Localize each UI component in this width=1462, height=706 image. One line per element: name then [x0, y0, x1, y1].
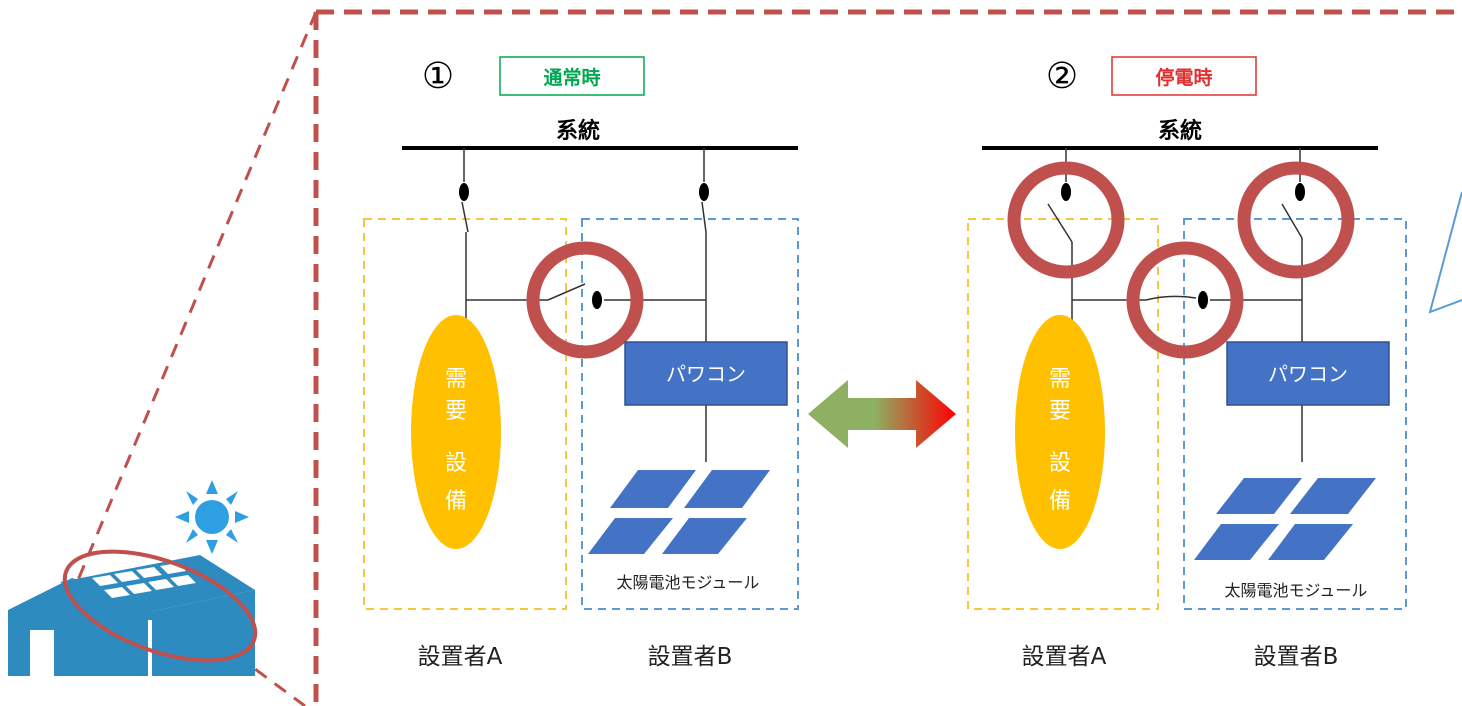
installer-a-label: 設置者A	[1022, 644, 1107, 670]
pcs-label: パワコン	[666, 362, 746, 386]
switch-icon	[459, 183, 469, 201]
highlight-circle	[1237, 161, 1355, 279]
mode-label-outage: 停電時	[1155, 66, 1212, 89]
grid-label: 系統	[556, 118, 600, 144]
demand-char: 要	[445, 399, 467, 424]
demand-char: 需	[1049, 367, 1071, 392]
panel-outage	[967, 56, 1407, 610]
highlight-circle	[62, 549, 258, 663]
pcs-box	[1226, 341, 1390, 406]
module-label: 太陽電池モジュール	[617, 573, 760, 592]
house-icon	[8, 555, 255, 676]
demand-char: 備	[1049, 489, 1071, 514]
solar-module-icon	[588, 470, 770, 554]
zoom-frame	[76, 9, 1462, 706]
demand-char: 備	[445, 489, 467, 514]
installer-a-label: 設置者A	[418, 644, 503, 670]
switch-icon	[592, 291, 602, 309]
demand-char: 要	[1049, 399, 1071, 424]
installer-b-label: 設置者B	[1254, 644, 1339, 670]
switch-icon	[1295, 183, 1305, 201]
mode-label-normal: 通常時	[543, 66, 600, 89]
switch-icon	[1061, 183, 1071, 201]
switch-icon	[699, 183, 709, 201]
demand-char: 設	[1049, 451, 1071, 476]
panel-normal	[363, 56, 799, 610]
demand-ellipse	[1015, 315, 1105, 549]
highlight-circle	[1126, 241, 1244, 359]
double-arrow-icon	[808, 380, 956, 448]
highlight-circle	[1007, 161, 1125, 279]
callout-shape	[1428, 191, 1462, 314]
grid-label: 系統	[1158, 118, 1202, 144]
demand-char: 需	[445, 367, 467, 392]
demand-char: 設	[445, 451, 467, 476]
highlight-circle	[526, 241, 644, 359]
pcs-box	[624, 341, 788, 406]
demand-ellipse	[411, 315, 501, 549]
panel-number: ②	[1046, 56, 1078, 97]
installer-b-label: 設置者B	[648, 644, 733, 670]
switch-icon	[1198, 291, 1208, 309]
module-label: 太陽電池モジュール	[1225, 581, 1368, 600]
sun-icon	[175, 480, 249, 554]
pcs-label: パワコン	[1268, 362, 1348, 386]
solar-module-icon	[1194, 478, 1376, 560]
panel-number: ①	[422, 56, 454, 97]
